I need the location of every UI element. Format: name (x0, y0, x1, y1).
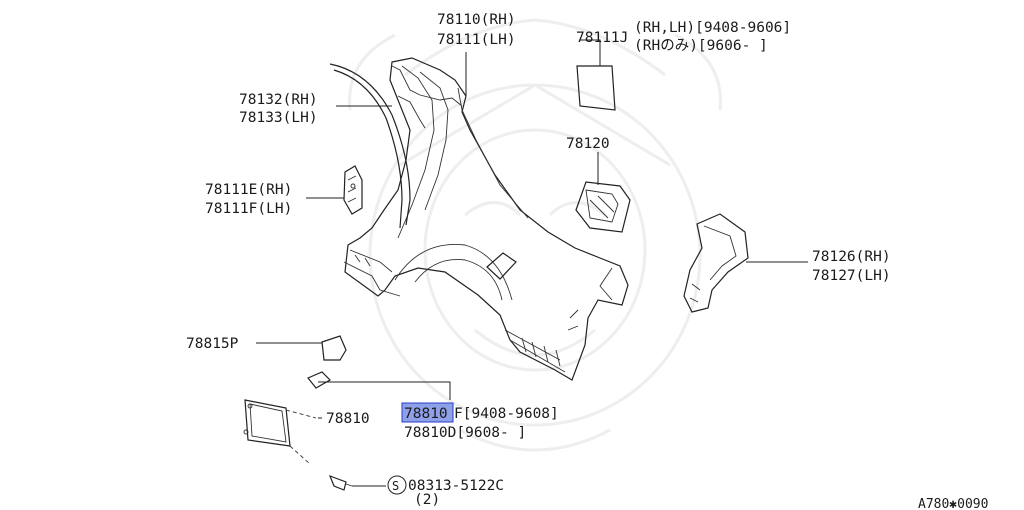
leader-lines (256, 39, 808, 487)
label-78132-rh[interactable]: 78132(RH) (239, 92, 318, 108)
label-78133-lh[interactable]: 78133(LH) (239, 110, 318, 126)
label-text: 78127(LH) (812, 268, 891, 284)
rear-fender-panel (343, 57, 629, 381)
label-screw-08313[interactable]: S 08313-5122C (387, 475, 504, 495)
label-78810f[interactable]: 78810 F[9408-9608] (404, 406, 559, 422)
label-78110-rh[interactable]: 78110(RH) (437, 12, 516, 28)
label-text: 78110(RH) (437, 12, 516, 28)
label-quantity: (2) (414, 492, 440, 508)
label-78111e-rh[interactable]: 78111E(RH) (205, 182, 292, 198)
inner-panel-78126 (683, 213, 749, 313)
label-78120[interactable]: 78120 (566, 136, 610, 152)
screw-symbol-letter: S (392, 479, 399, 493)
label-78810[interactable]: 78810 (326, 411, 370, 427)
filler-pocket-78120 (575, 181, 631, 233)
label-note-date-2: (RHのみ)[9606- ] (634, 38, 768, 54)
label-text: 78810D[9608- ] (404, 425, 526, 441)
label-text: 78111F(LH) (205, 201, 292, 217)
label-text: 78120 (566, 136, 610, 152)
label-text: 78111J (576, 30, 628, 46)
bracket-78111e (343, 165, 363, 215)
weatherstrip-78132 (329, 63, 411, 229)
label-text: 78132(RH) (239, 92, 318, 108)
watermark-emblem (348, 18, 722, 452)
label-text: 78126(RH) (812, 249, 891, 265)
label-date-range: F[9408-9608] (454, 406, 559, 422)
label-text: 78810 (404, 406, 448, 422)
screw-08313 (328, 474, 353, 491)
part-highlight (401, 402, 454, 423)
clip (307, 371, 331, 389)
label-78815p[interactable]: 78815P (186, 336, 239, 352)
label-text: 78133(LH) (239, 110, 318, 126)
label-78111f-lh[interactable]: 78111F(LH) (205, 201, 292, 217)
label-text: 78111(LH) (437, 32, 516, 48)
screw-symbol-circle (387, 475, 407, 495)
label-78810d[interactable]: 78810D[9608- ] (404, 425, 526, 441)
bumper-78815p (321, 335, 347, 361)
label-note-date-1: (RH,LH)[9408-9606] (634, 20, 791, 36)
fuel-lid-78810 (243, 399, 317, 465)
label-78127-lh[interactable]: 78127(LH) (812, 268, 891, 284)
label-text: 78111E(RH) (205, 182, 292, 198)
label-78111-lh[interactable]: 78111(LH) (437, 32, 516, 48)
label-text: 78810 (326, 411, 370, 427)
label-text: 08313-5122C (408, 478, 504, 494)
diagram-code: A780✱0090 (918, 497, 988, 510)
label-78126-rh[interactable]: 78126(RH) (812, 249, 891, 265)
label-text: 78815P (186, 336, 239, 352)
label-78111j[interactable]: 78111J (576, 30, 628, 46)
